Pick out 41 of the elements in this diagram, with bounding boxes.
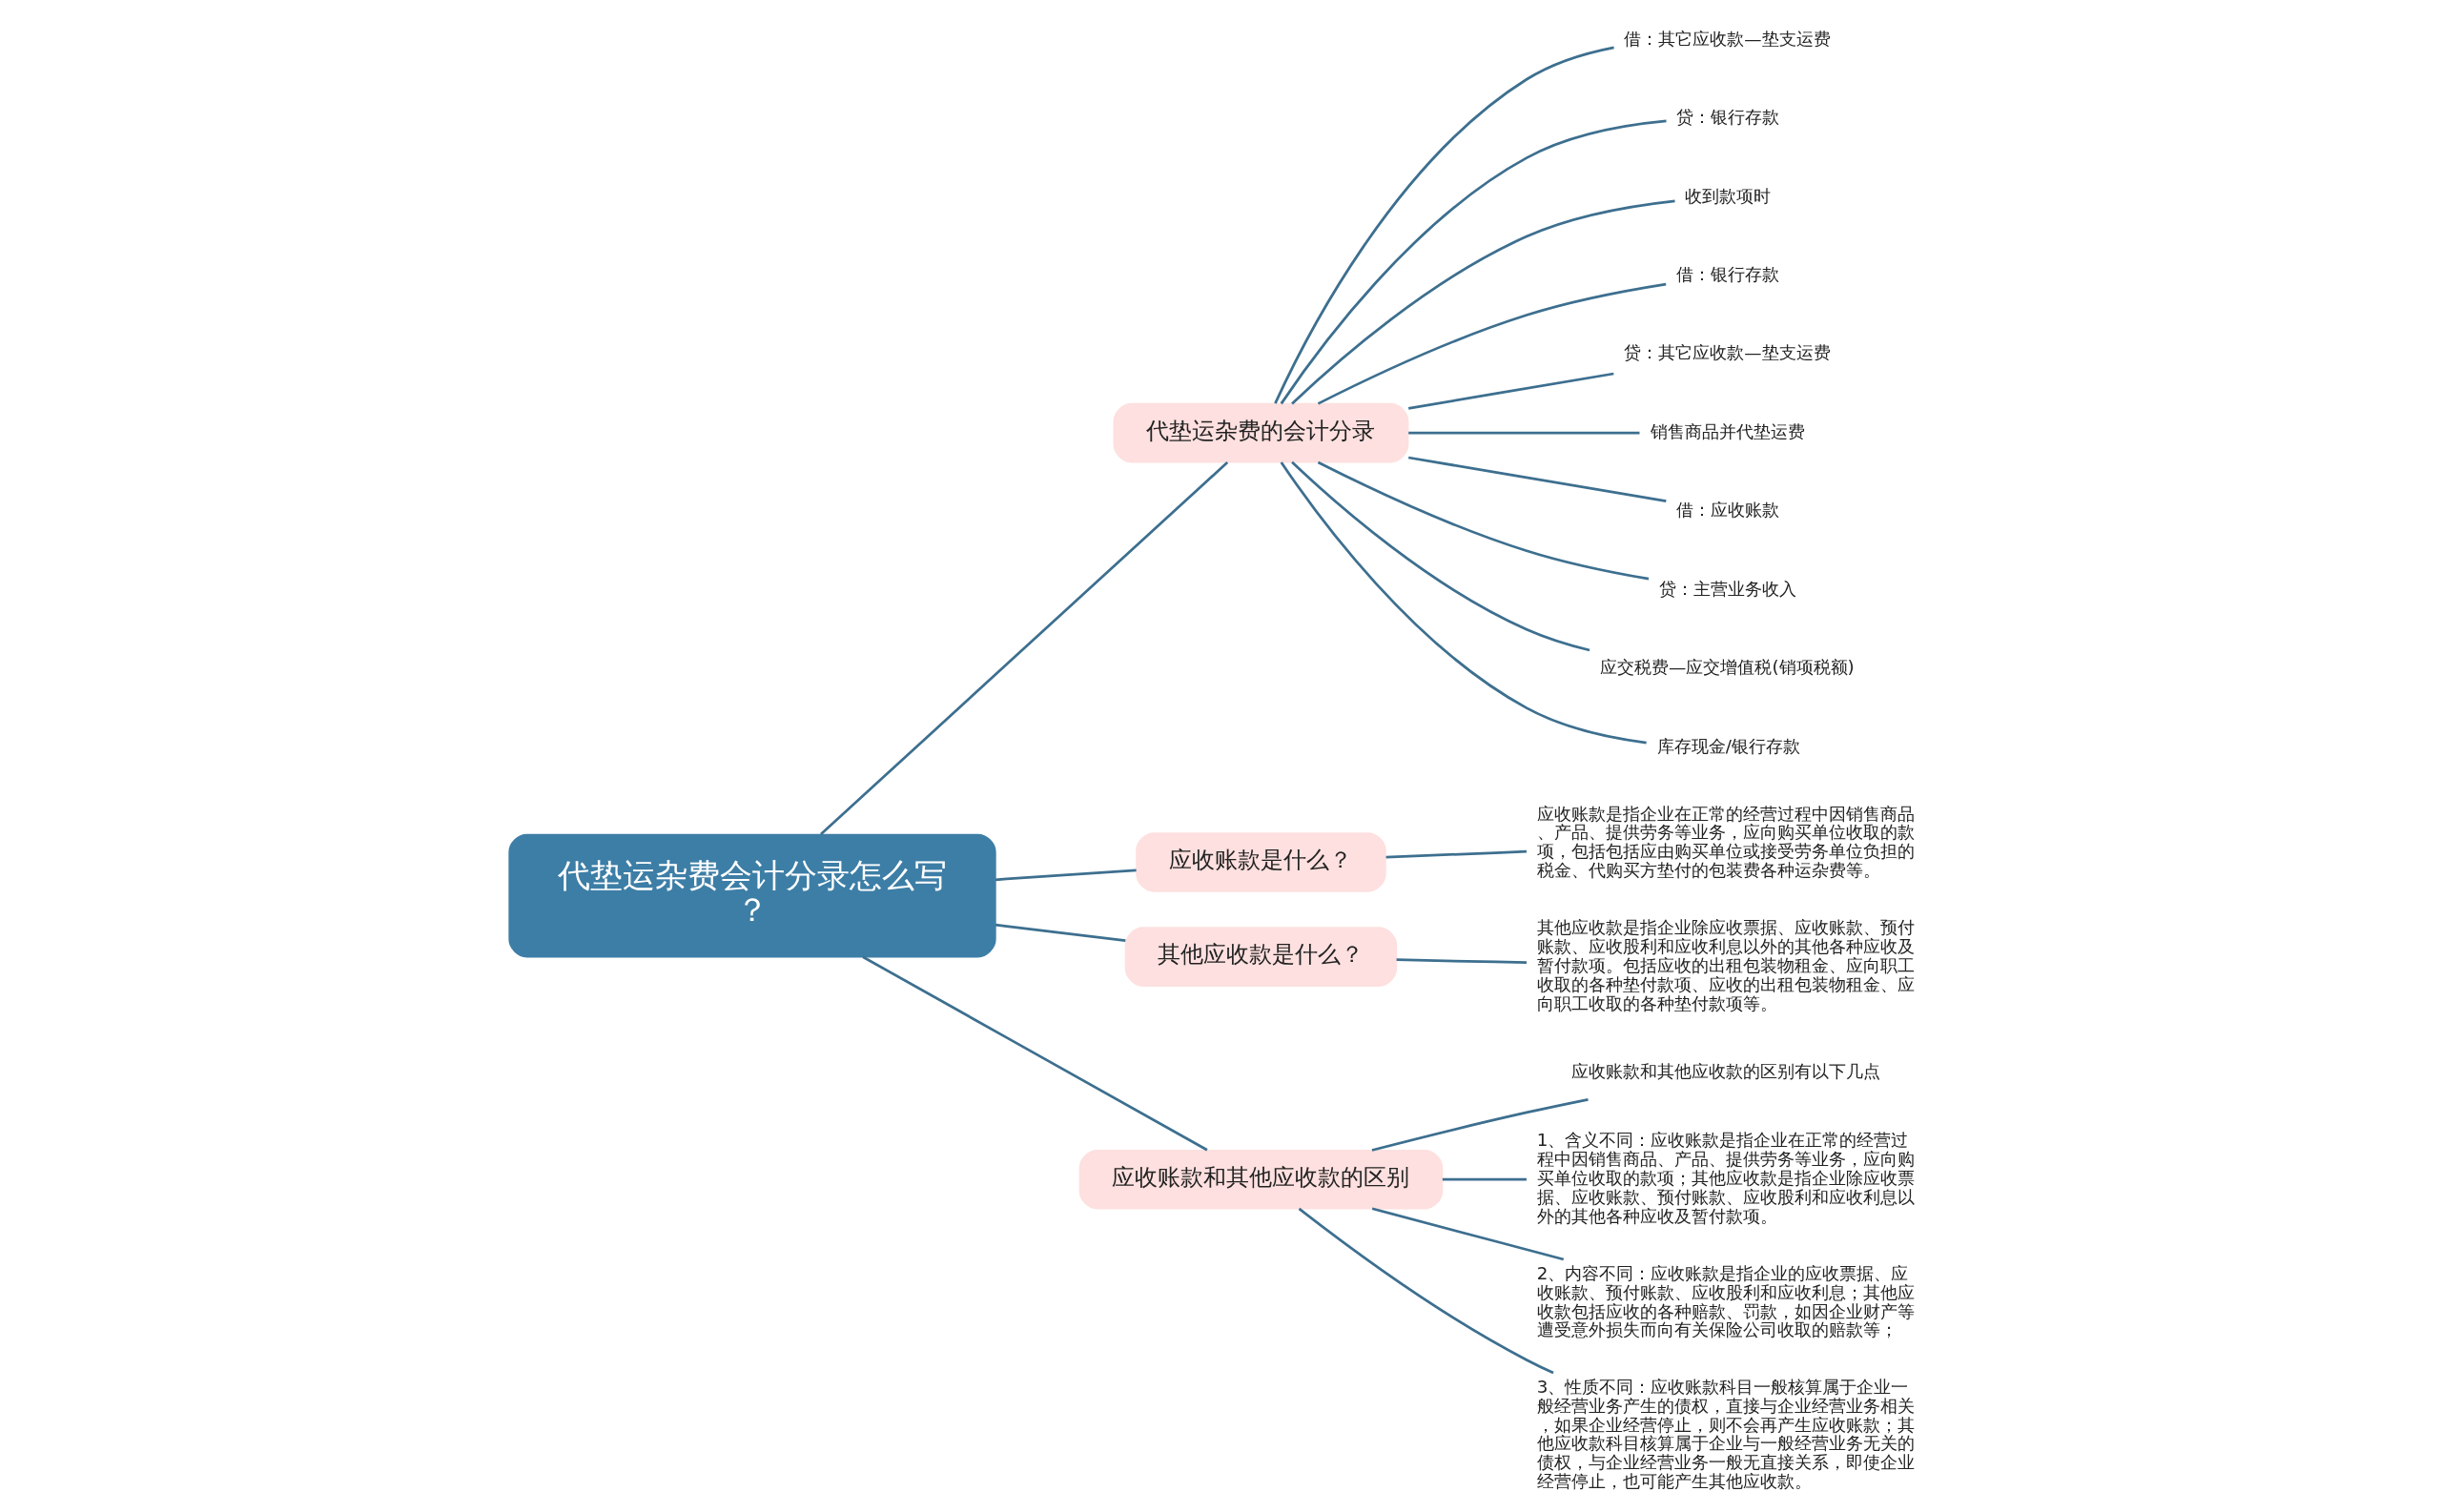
connector [1407, 456, 1667, 502]
connector [1290, 460, 1590, 652]
connector [1407, 372, 1614, 410]
node-text: 贷：其它应收款—垫支运费 [1623, 342, 1831, 363]
connector [1273, 46, 1614, 404]
connector [861, 955, 1208, 1152]
node-text: 销售商品并代垫运费 [1650, 420, 1805, 441]
connector [1371, 1207, 1564, 1261]
connector [1371, 1097, 1589, 1152]
node-box: 应收账款是什么？ [1135, 832, 1386, 892]
node-text: 3、性质不同：应收账款科目一般核算属于企业一般经营业务产生的债权，直接与企业经营业务相关，如果企业经营停止，则不会再产生应收账款；其他应收款科目核算属于企业与一般经营业务无关的债权，与企业经营业务一般无直接关系，即使企业经营停止，也可能产生其他应收款。 [1536, 1376, 1915, 1492]
node-box: 代垫运杂费会计分录怎么写？ [507, 833, 996, 958]
node-text: 借：其它应收款—垫支运费 [1623, 28, 1831, 49]
connector [819, 461, 1228, 836]
node-text: 借：应收账款 [1675, 500, 1779, 521]
connector [1280, 119, 1667, 405]
node-text: 借：银行存款 [1675, 264, 1779, 285]
connector [1317, 460, 1649, 581]
node-box: 代垫运杂费的会计分录 [1113, 402, 1408, 463]
node-text: 应交税费—应交增值税(销项税额) [1599, 657, 1855, 678]
node-text: 贷：主营业务收入 [1658, 578, 1796, 599]
node-text: 收到款项时 [1684, 185, 1771, 206]
node-text: 库存现金/银行存款 [1656, 735, 1800, 756]
connector [995, 923, 1125, 942]
connector [1298, 1207, 1554, 1375]
node-text: 贷：银行存款 [1675, 107, 1779, 128]
connector [1407, 431, 1639, 435]
node-text: 1、含义不同：应收账款是指企业在正常的经营过程中因销售商品、产品、提供劳务等业务，应向购买单位收取的款项；其他应收款是指企业除应收票据、应收账款、预付账款、应收股利和应收利息以外的其他各种应收及暂付款项。 [1536, 1130, 1915, 1226]
connector [995, 868, 1137, 882]
node-text: 应收账款是指企业在正常的经营过程中因销售商品、产品、提供劳务等业务，应向购买单位收取的款项，包括包括应由购买单位或接受劳务单位负担的税金、代购买方垫付的包装费各种运杂费等。 [1536, 803, 1915, 881]
node-text: 应收账款和其他应收款的区别有以下几点 [1570, 1061, 1880, 1082]
connector [1290, 199, 1675, 405]
node-box: 其他应收款是什么？ [1124, 927, 1397, 987]
connector [1385, 849, 1527, 859]
node-box: 应收账款和其他应收款的区别 [1078, 1149, 1443, 1210]
connector [1317, 282, 1666, 405]
connector [1280, 461, 1647, 745]
node-text: 其他应收款是指企业除应收票据、应收账款、预付账款、应收股利和应收利息以外的其他各种应收及暂付款项。包括应收的出租包装物租金、应向职工收取的各种垫付款项、应收的出租包装物租金、应向职工收取的各种垫付款项等。 [1536, 917, 1915, 1013]
node-text: 2、内容不同：应收账款是指企业的应收票据、应收账款、预付账款、应收股利和应收利息；其他应收款包括应收的各种赔款、罚款，如因企业财产等遭受意外损失而向有关保险公司收取的赔款等； [1536, 1262, 1915, 1340]
connector [1396, 958, 1527, 965]
connector [1442, 1177, 1527, 1181]
